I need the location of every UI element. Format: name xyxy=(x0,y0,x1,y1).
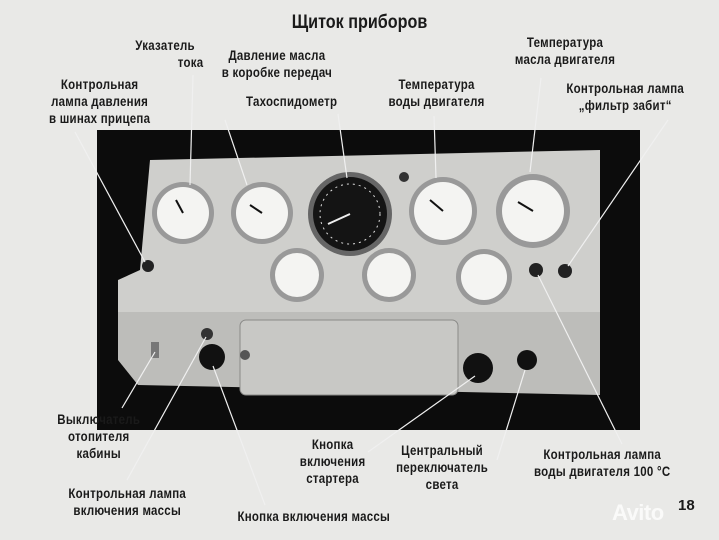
water-temp-lamp xyxy=(529,263,543,277)
starter-button xyxy=(463,353,493,383)
screw-icon xyxy=(399,172,409,182)
tire-pressure-lamp xyxy=(142,260,154,272)
label-filter-lamp: Контрольная лампа„фильтр забит“ xyxy=(566,81,685,113)
gearbox-oil-pressure-gauge xyxy=(231,182,293,244)
filter-lamp xyxy=(558,264,572,278)
water-temp-gauge xyxy=(409,177,477,245)
ground-lamp xyxy=(201,328,213,340)
lower-gauge-2 xyxy=(362,248,416,302)
ground-button xyxy=(199,344,225,370)
oil-temp-gauge xyxy=(496,174,570,248)
lower-gauge-1 xyxy=(270,248,324,302)
label-ground-button: Кнопка включения массы xyxy=(237,509,391,524)
light-switch xyxy=(517,350,537,370)
heater-switch xyxy=(151,342,159,358)
lower-gauge-3 xyxy=(456,249,512,305)
label-tachospeedometer: Тахоспидометр xyxy=(246,94,338,109)
ammeter-gauge xyxy=(152,182,214,244)
screw-icon xyxy=(240,350,250,360)
cover-plate xyxy=(239,319,459,396)
tachospeedometer-gauge xyxy=(308,172,392,256)
page-number: 18 xyxy=(678,497,695,514)
page-title: Щиток приборов xyxy=(291,12,428,33)
leader-lines xyxy=(74,74,669,506)
watermark: Avito xyxy=(612,500,664,525)
